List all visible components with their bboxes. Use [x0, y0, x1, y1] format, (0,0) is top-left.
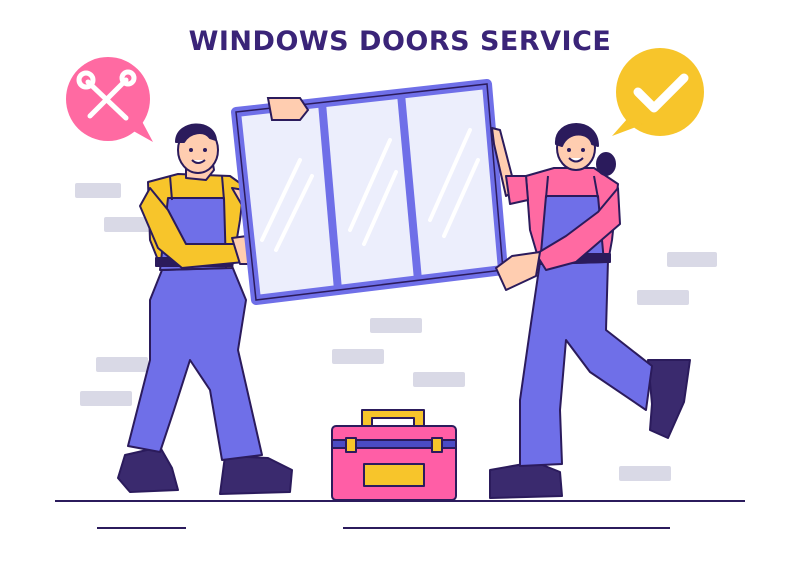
checkmark-icon [633, 73, 689, 113]
page-title: WINDOWS DOORS SERVICE [188, 26, 612, 57]
wrench-screwdriver-icon [76, 69, 137, 121]
toolbox [331, 409, 457, 501]
check-bubble [612, 48, 704, 136]
man-hand-top [266, 97, 310, 121]
ground-lines [55, 500, 745, 529]
worker-woman [489, 123, 691, 499]
worker-man [117, 109, 293, 495]
background-bricks [75, 183, 717, 481]
tools-bubble [66, 57, 153, 142]
